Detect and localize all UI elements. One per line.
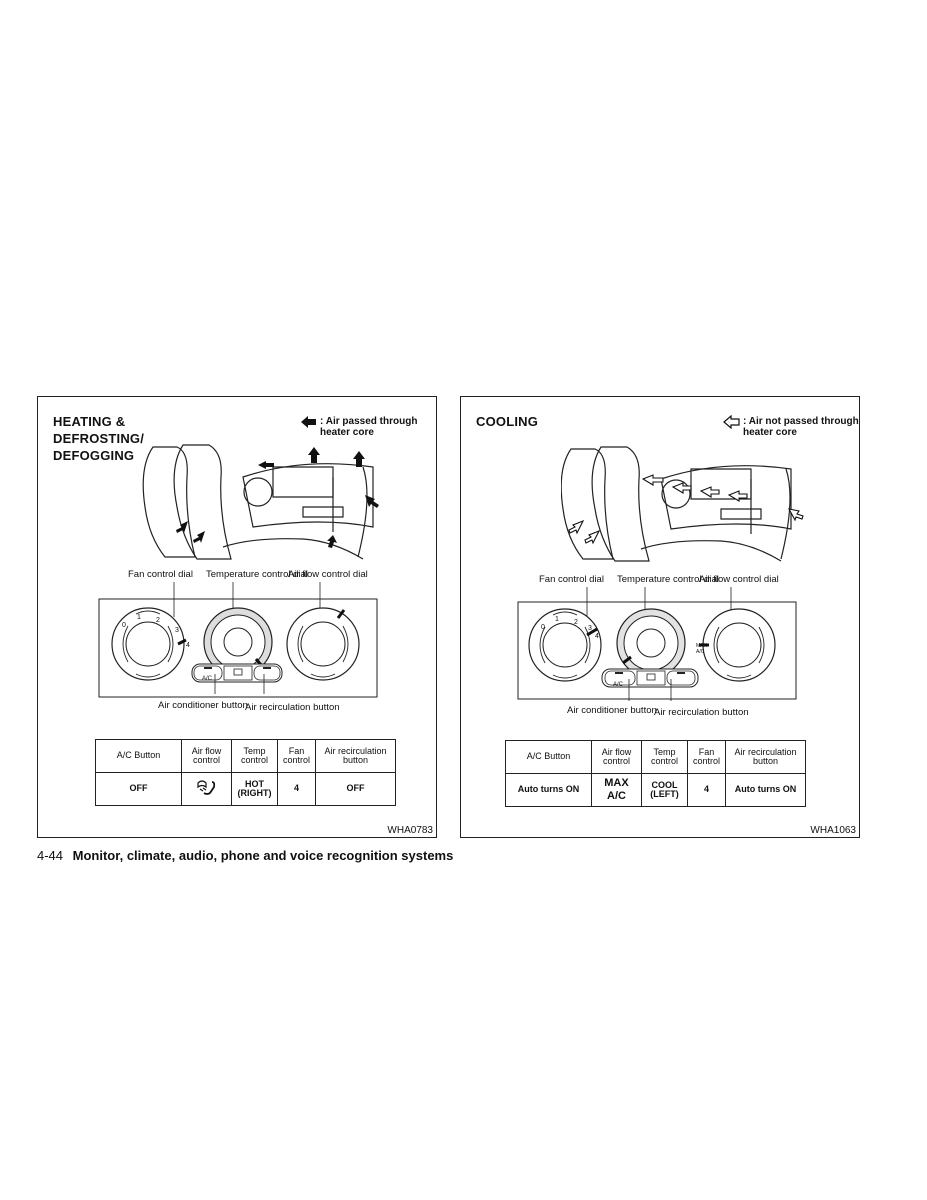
fan-tick-label: 1 (137, 614, 141, 621)
panel-title: COOLING (476, 413, 538, 430)
panel-title: HEATING & DEFROSTING/ DEFOGGING (53, 413, 144, 464)
table-cell: HOT (RIGHT) (231, 772, 278, 806)
table-cell: 4 (277, 772, 316, 806)
table-row: Auto turns ON MAX A/C COOL (LEFT) 4 Auto… (505, 773, 806, 807)
table-cell: OFF (95, 772, 182, 806)
fan-control-dial[interactable] (111, 607, 187, 681)
heating-defrosting-panel: HEATING & DEFROSTING/ DEFOGGING : Air pa… (37, 396, 437, 838)
car-interior-illustration (561, 446, 804, 562)
table-cell: COOL (LEFT) (641, 773, 688, 807)
table-cell: Auto turns ON (505, 773, 592, 807)
max-ac-mark: MAX A/C (696, 643, 707, 655)
car-interior-illustration (142, 444, 379, 560)
table-header: Temp control (231, 739, 278, 773)
fan-tick-label: 2 (574, 619, 578, 626)
title-line: COOLING (476, 414, 539, 429)
title-line: DEFROSTING/ (53, 431, 145, 446)
table-cell: 4 (687, 773, 726, 807)
table-cell (181, 772, 232, 806)
page-footer: 4-44 Monitor, climate, audio, phone and … (37, 848, 453, 863)
air-flow-control-dial-label: Air flow control dial (699, 574, 779, 585)
fan-tick-label: 2 (156, 617, 160, 624)
fan-control-dial-label: Fan control dial (539, 574, 604, 585)
cooling-panel: COOLING : Air not passed through heater … (460, 396, 860, 838)
fan-tick-label: 4 (186, 642, 190, 649)
ac-button-text: A/C (202, 676, 213, 682)
fan-tick-label: 3 (588, 625, 592, 632)
air-recirculation-button-label: Air recirculation button (654, 707, 749, 718)
fan-tick-label: 1 (555, 616, 559, 623)
fan-control-dial-label: Fan control dial (128, 569, 193, 580)
table-cell: MAX A/C (591, 773, 642, 807)
table-header: Air recirculation button (315, 739, 396, 773)
temperature-control-dial-label: Temperature control dial (206, 569, 308, 580)
outline-arrow-icon (723, 415, 740, 429)
table-cell: OFF (315, 772, 396, 806)
air-conditioner-button-label: Air conditioner button (567, 705, 657, 716)
settings-table: A/C Button Air flow control Temp control… (505, 740, 806, 807)
rear-defroster-button[interactable] (636, 670, 666, 686)
filled-arrow-icon (301, 416, 316, 428)
table-header-row: A/C Button Air flow control Temp control… (505, 740, 806, 774)
fan-tick-label: 4 (595, 633, 599, 640)
table-header: Fan control (277, 739, 316, 773)
climate-control-panel (517, 587, 797, 701)
air-flow-control-dial[interactable] (699, 608, 776, 682)
settings-table: A/C Button Air flow control Temp control… (95, 739, 396, 806)
table-header: A/C Button (505, 740, 592, 774)
air-conditioner-button-label: Air conditioner button (158, 700, 248, 711)
fan-tick-label: 0 (541, 624, 545, 631)
legend-text: : Air not passed through heater core (743, 416, 859, 438)
table-header: Air recirculation button (725, 740, 806, 774)
fan-tick-label: 0 (122, 622, 126, 629)
legend-label: Air passed through heater core (320, 416, 418, 438)
page-number: 4-44 (37, 848, 64, 863)
table-row: OFF HOT (RIGHT) 4 OFF (95, 772, 396, 806)
table-header: A/C Button (95, 739, 182, 773)
temperature-control-dial-label: Temperature control dial (617, 574, 719, 585)
climate-control-panel (98, 582, 378, 698)
table-cell: Auto turns ON (725, 773, 806, 807)
air-flow-control-dial-label: Air flow control dial (288, 569, 368, 580)
air-recirculation-button-label: Air recirculation button (245, 702, 340, 713)
figure-code: WHA0783 (387, 825, 433, 836)
ac-button[interactable] (604, 670, 636, 686)
figure-code: WHA1063 (810, 825, 856, 836)
rear-defroster-button[interactable] (223, 665, 253, 681)
section-title: Monitor, climate, audio, phone and voice… (72, 848, 454, 863)
ac-button-text: A/C (613, 682, 624, 688)
air-flow-control-dial[interactable] (286, 607, 360, 681)
fan-tick-label: 3 (175, 627, 179, 634)
recirculation-button[interactable] (253, 665, 281, 681)
title-line: HEATING & (53, 414, 126, 429)
table-header: Fan control (687, 740, 726, 774)
table-header: Air flow control (181, 739, 232, 773)
temperature-control-dial[interactable] (616, 608, 686, 678)
table-header-row: A/C Button Air flow control Temp control… (95, 739, 396, 773)
legend-label: Air not passed through heater core (743, 416, 859, 438)
legend-text: : Air passed through heater core (320, 416, 418, 438)
fan-control-dial[interactable] (528, 608, 602, 682)
table-header: Air flow control (591, 740, 642, 774)
defrost-floor-mode-icon (196, 780, 215, 795)
title-line: DEFOGGING (53, 448, 135, 463)
recirculation-button[interactable] (666, 670, 696, 686)
table-header: Temp control (641, 740, 688, 774)
